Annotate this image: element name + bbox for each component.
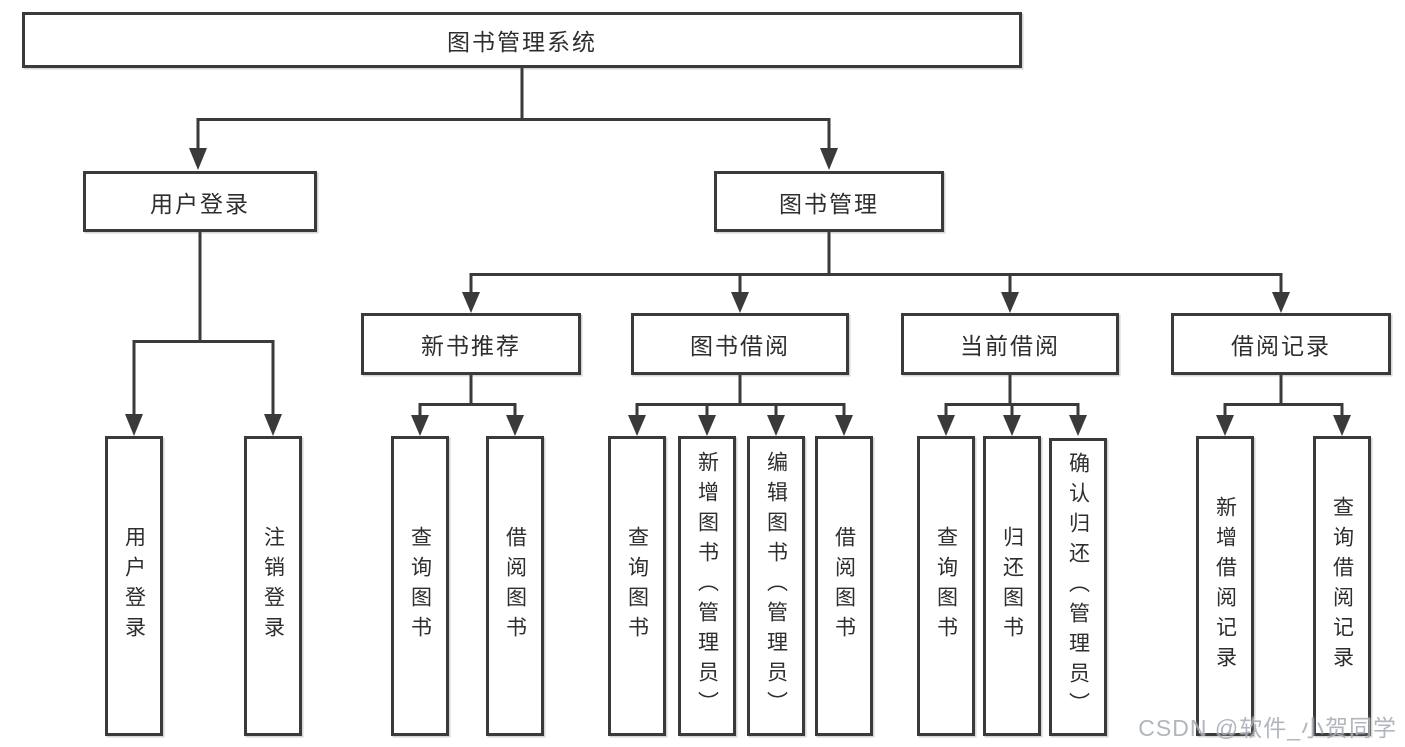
node-user-login-branch: 用户登录 bbox=[83, 171, 317, 232]
node-return-books: 归还图书 bbox=[983, 436, 1041, 736]
node-label: 注销登录 bbox=[261, 526, 285, 646]
node-add-borrow-record: 新增借阅记录 bbox=[1196, 436, 1254, 736]
node-query-books-recommend: 查询图书 bbox=[391, 436, 449, 736]
node-label: 新增图书（管理员） bbox=[695, 451, 719, 721]
node-label: 查询图书 bbox=[934, 526, 958, 646]
node-query-books-current: 查询图书 bbox=[917, 436, 975, 736]
node-query-borrow-record: 查询借阅记录 bbox=[1313, 436, 1371, 736]
node-confirm-return-admin: 确认归还（管理员） bbox=[1049, 438, 1107, 736]
node-query-books-borrowing: 查询图书 bbox=[608, 436, 666, 736]
node-label: 编辑图书（管理员） bbox=[764, 451, 788, 721]
node-label: 查询图书 bbox=[408, 526, 432, 646]
node-label: 借阅图书 bbox=[503, 526, 527, 646]
node-label: 用户登录 bbox=[122, 526, 146, 646]
node-label: 归还图书 bbox=[1000, 526, 1024, 646]
node-label: 查询借阅记录 bbox=[1330, 496, 1354, 676]
node-book-borrowing: 图书借阅 bbox=[631, 313, 849, 375]
node-library-system: 图书管理系统 bbox=[22, 12, 1022, 68]
node-borrow-books-recommend: 借阅图书 bbox=[486, 436, 544, 736]
node-borrow-books-borrowing: 借阅图书 bbox=[815, 436, 873, 736]
node-borrowing-records: 借阅记录 bbox=[1171, 313, 1391, 375]
node-new-book-recommend: 新书推荐 bbox=[361, 313, 581, 375]
node-label: 借阅图书 bbox=[832, 526, 856, 646]
node-label: 确认归还（管理员） bbox=[1066, 452, 1090, 722]
node-edit-books-admin: 编辑图书（管理员） bbox=[747, 436, 805, 736]
node-add-books-admin: 新增图书（管理员） bbox=[678, 436, 736, 736]
node-label: 查询图书 bbox=[625, 526, 649, 646]
node-book-management: 图书管理 bbox=[714, 171, 944, 232]
node-logout-login: 注销登录 bbox=[244, 436, 302, 736]
node-label: 新增借阅记录 bbox=[1213, 496, 1237, 676]
node-current-borrowing: 当前借阅 bbox=[901, 313, 1119, 375]
node-user-login: 用户登录 bbox=[105, 436, 163, 736]
watermark-text: CSDN @软件_小贺同学 bbox=[1138, 715, 1397, 741]
